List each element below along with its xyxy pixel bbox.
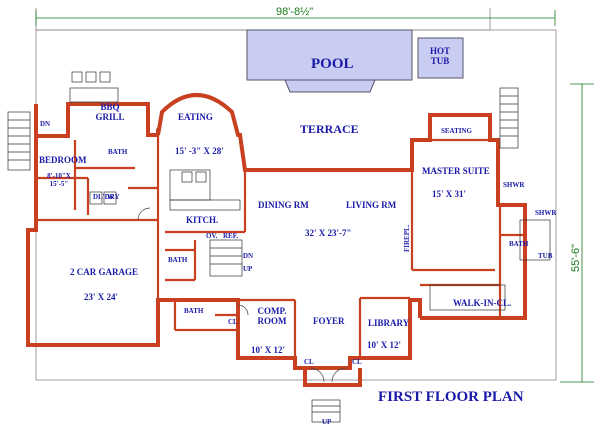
closet-label-2: CL: [304, 358, 314, 366]
garage-size: 23' X 24': [84, 292, 119, 302]
refrigerator-label: REF.: [223, 232, 239, 240]
stair-down-label-2: DN: [243, 252, 254, 260]
fireplace-label: FIREPL.: [403, 224, 411, 252]
kitchen-label: KITCH.: [186, 215, 219, 225]
closet-label-1: CL: [228, 318, 238, 326]
terrace-label: TERRACE: [300, 122, 359, 136]
closet-label-3: CL: [352, 358, 362, 366]
bath-label-2: BATH: [168, 256, 188, 264]
bbq-label: BBQ GRILL: [95, 102, 125, 122]
master-suite-label: MASTER SUITE: [422, 166, 490, 176]
living-label: LIVING RM: [346, 200, 397, 210]
oven-label: OV.: [206, 232, 218, 240]
master-suite-size: 15' X 31': [432, 189, 467, 199]
eating-size: 15' -3" X 28': [175, 146, 224, 156]
comp-room-size: 10' X 12': [251, 345, 286, 355]
shower-label-1: SHWR: [503, 181, 525, 189]
plan-title: FIRST FLOOR PLAN: [378, 389, 524, 405]
bedroom-label: BEDROOM: [39, 155, 87, 165]
pool-label: POOL: [311, 56, 354, 72]
bedroom-size: 8'-10"X 15'-5": [47, 172, 71, 188]
depth-dimension: 55'-6": [570, 243, 582, 272]
hot-tub-label: HOT TUB: [429, 46, 450, 66]
comp-room-label: COMP. ROOM: [257, 306, 287, 326]
shower-label-2: SHWR: [535, 209, 557, 217]
laundry-label: L'DRY: [98, 193, 120, 201]
dining-label: DINING RM: [258, 200, 309, 210]
pool-step: [284, 79, 376, 93]
exterior-walls: [26, 93, 527, 387]
stair-up-label-1: UP: [243, 265, 253, 273]
doors: [137, 207, 347, 383]
walkin-closet-label: WALK-IN-CL.: [453, 298, 512, 308]
dryer-label: D: [93, 193, 99, 201]
foyer-label: FOYER: [313, 316, 345, 326]
stairs: [7, 87, 519, 423]
dimension-lines: [35, 10, 594, 383]
stair-down-label-1: DN: [40, 120, 51, 128]
bath-label-1: BATH: [108, 148, 128, 156]
seating-label: SEATING: [441, 127, 472, 135]
hot-tub-shape: [417, 37, 464, 79]
width-dimension: 98'-8½": [276, 6, 314, 18]
stair-up-label-2: UP: [322, 418, 332, 426]
great-room-size: 32' X 23'-7": [305, 228, 352, 238]
bath-label-3: BATH: [184, 307, 204, 315]
library-label: LIBRARY: [368, 318, 410, 328]
fixtures: [69, 71, 551, 311]
library-size: 10' X 12': [367, 340, 402, 350]
tub-label: TUB: [538, 252, 553, 260]
garage-label: 2 CAR GARAGE: [70, 267, 139, 277]
eating-label: EATING: [178, 112, 213, 122]
pool-shape: [246, 29, 413, 81]
bath-label-4: BATH: [509, 240, 529, 248]
washer-label: W: [107, 193, 114, 201]
